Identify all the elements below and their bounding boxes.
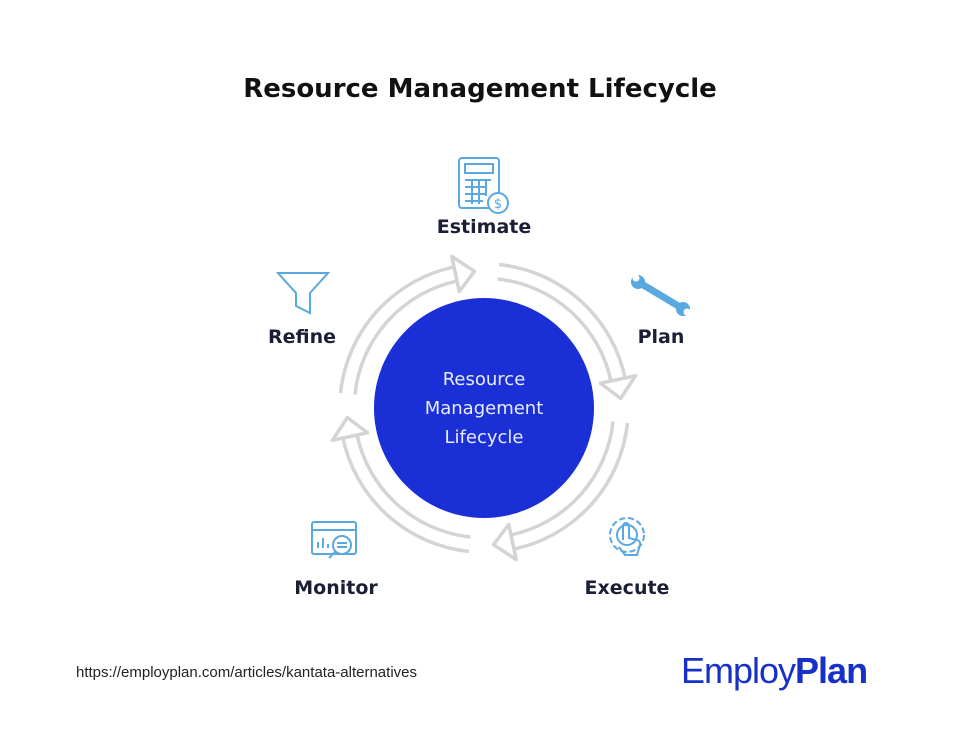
center-line: Management (424, 398, 544, 419)
center-label: Resource Management Lifecycle (384, 365, 584, 452)
stage-monitor: Monitor (294, 577, 378, 599)
svg-text:$: $ (494, 197, 502, 212)
gear-hand-icon (609, 517, 645, 556)
cycle-arrow-head (330, 415, 370, 442)
source-url: https://employplan.com/articles/kantata-… (76, 664, 417, 681)
cycle-arrow-head (598, 374, 638, 401)
diagram-title: Resource Management Lifecycle (243, 74, 717, 104)
cycle-arrow-head (450, 254, 477, 294)
stage-refine: Refine (267, 326, 337, 348)
cycle-arrows (330, 254, 638, 562)
monitor-search-icon (311, 521, 357, 559)
cycle-arrow-shaft (511, 421, 626, 548)
logo-light: Employ (681, 650, 796, 691)
stage-plan: Plan (637, 326, 685, 348)
calculator-dollar-icon: $ (458, 157, 509, 214)
center-circle (374, 298, 594, 518)
cycle-arrow-shaft (497, 266, 624, 381)
stage-estimate: Estimate (436, 216, 532, 238)
funnel-icon (275, 272, 331, 315)
cycle-arrow-head (491, 522, 518, 562)
cycle-arrow-shaft (344, 435, 471, 550)
wrench-icon (631, 274, 691, 316)
center-line: Resource (442, 369, 526, 390)
employplan-logo: EmployPlan (681, 650, 868, 692)
cycle-arrow-shaft (342, 268, 457, 395)
stage-execute: Execute (584, 577, 670, 599)
logo-bold: Plan (795, 650, 868, 691)
center-line: Lifecycle (444, 427, 524, 448)
